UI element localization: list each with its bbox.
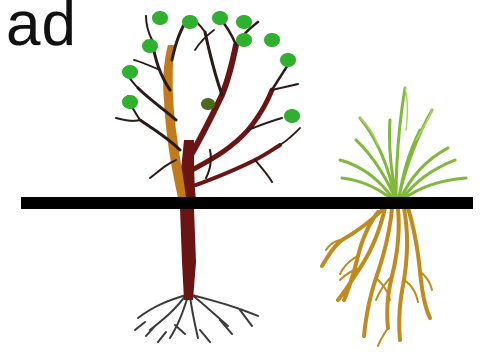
grass-icon — [322, 88, 466, 346]
tree-icon — [116, 11, 300, 342]
tree-roots — [135, 295, 258, 342]
tree-leaves — [122, 11, 300, 123]
ground-line — [21, 197, 473, 209]
grass-blades — [340, 88, 466, 200]
grass-roots — [322, 208, 430, 340]
tree-taproot — [180, 208, 196, 300]
grass-leaf-tips — [360, 88, 432, 145]
tree-trunk-highlight — [163, 45, 186, 198]
